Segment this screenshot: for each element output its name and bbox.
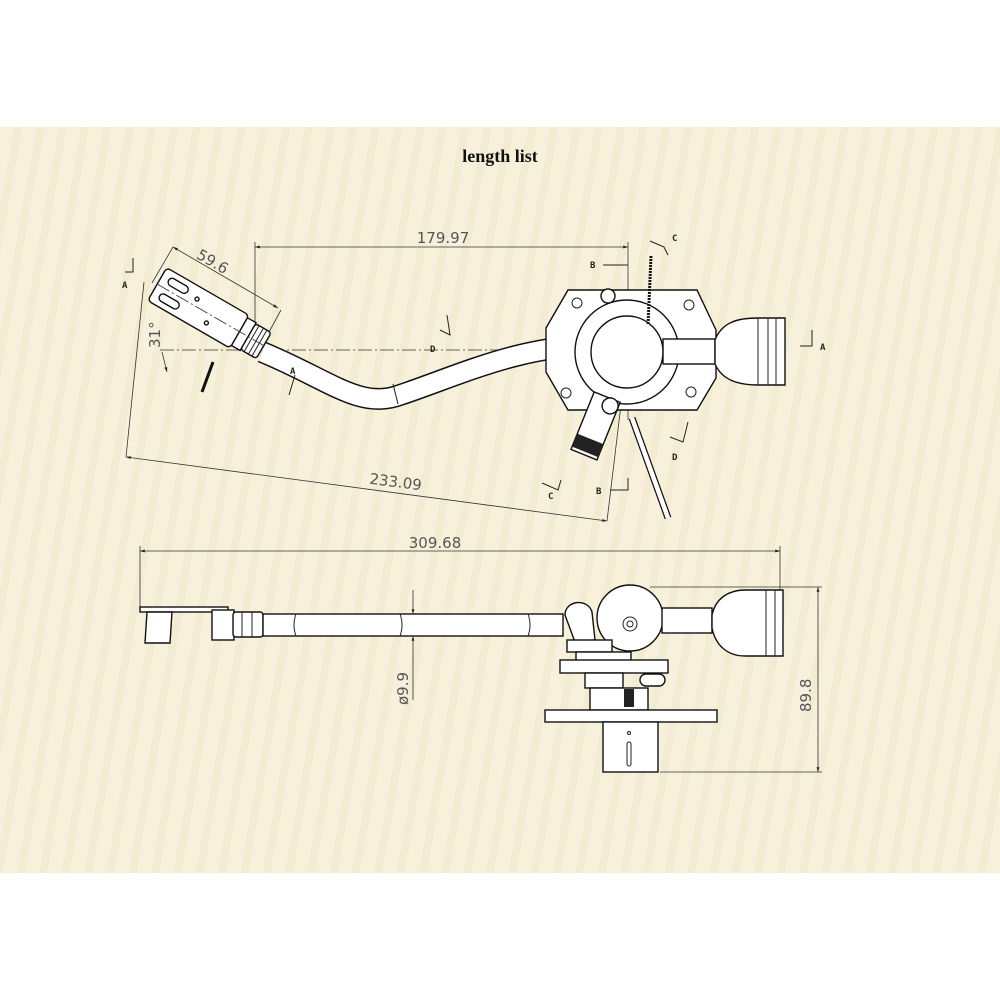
arm-lift [570, 391, 622, 461]
dim-line-effective-length [125, 456, 608, 522]
side-counterweight [711, 589, 784, 657]
top-view: 179.97 59.6 31° 233.09 [122, 229, 826, 522]
section-label: A [290, 367, 296, 377]
side-view: 309.68 ø9.9 89.8 [139, 534, 822, 773]
dim-offset-angle: 31° [146, 321, 164, 348]
section-label: C [548, 492, 553, 502]
dim-line-headshell [172, 246, 279, 309]
section-label: C [672, 234, 677, 244]
dim-arm-length: 179.97 [417, 229, 470, 247]
section-label: B [596, 487, 602, 497]
dim-headshell-length: 59.6 [194, 246, 232, 278]
section-label: A [820, 343, 826, 353]
headshell [148, 268, 271, 359]
dim-total-length: 309.68 [409, 534, 462, 552]
section-label: A [122, 281, 128, 291]
finger-lift [200, 361, 215, 393]
side-arm-tube [262, 613, 564, 637]
dim-tube-diameter: ø9.9 [394, 672, 412, 705]
counterweight [714, 317, 786, 386]
mounting-plate [544, 709, 718, 723]
cartridge [144, 611, 173, 644]
page-title: length list [462, 146, 538, 166]
pivot-sphere [590, 315, 664, 389]
section-label: B [590, 261, 596, 271]
dim-height: 89.8 [797, 679, 815, 712]
section-label: D [430, 345, 436, 355]
section-label: D [672, 453, 678, 463]
